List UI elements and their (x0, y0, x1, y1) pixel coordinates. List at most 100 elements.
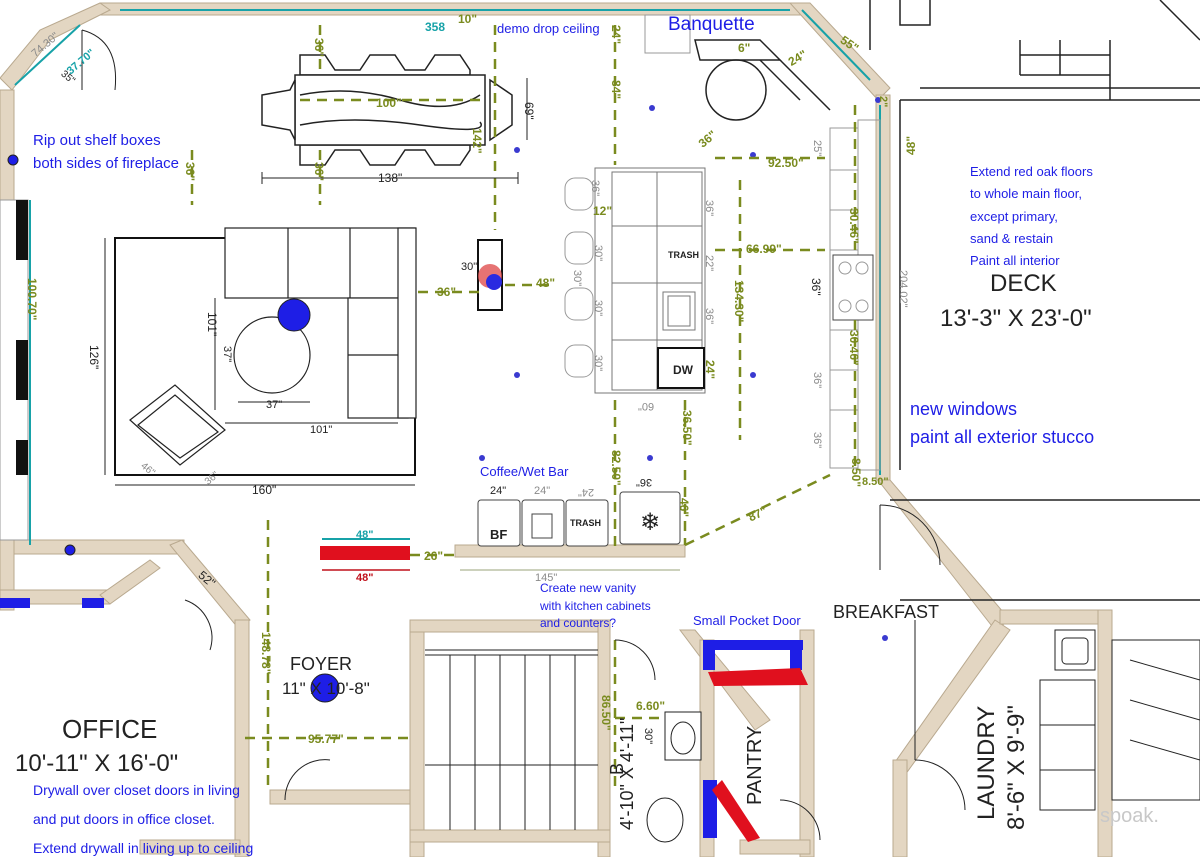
drywall-note-2: and put doors in office closet. (33, 811, 215, 827)
demo-marks (0, 546, 808, 842)
sectional-sofa (114, 227, 417, 476)
dim-36a: 36" (312, 38, 326, 58)
dim-26: 26" (424, 549, 444, 563)
dim-48a: 48" (904, 135, 918, 155)
dim-69: 69" (522, 102, 536, 120)
bf-label: BF (490, 527, 508, 542)
dim-37b: 37" (266, 399, 283, 411)
dim-46b: 46" (677, 498, 691, 518)
dim-24c: 24" (703, 360, 717, 380)
dim-92-50: 92.50" (768, 156, 804, 170)
dim-24e: 24" (534, 485, 551, 497)
floors-note-5: Paint all interior (970, 253, 1060, 268)
dim-36j: 36" (703, 308, 715, 325)
dim-36k: 36" (437, 285, 457, 299)
dim-36c: 36" (183, 162, 197, 182)
coffee-bar-note: Coffee/Wet Bar (480, 464, 569, 479)
dim-204-02: 204.02" (897, 270, 909, 308)
dim-100: 100" (376, 96, 402, 110)
floors-note-1: Extend red oak floors (970, 164, 1093, 179)
perimeter-cabinets (829, 127, 874, 469)
door-swings (81, 29, 966, 841)
dim-24f: 24" (578, 486, 595, 498)
trash2-label: TRASH (570, 518, 601, 528)
windows-note-2: paint all exterior stucco (910, 427, 1095, 447)
bar-stools (564, 177, 594, 378)
dim-95-77: 95.77" (308, 732, 344, 746)
dim-126: 126" (87, 345, 101, 370)
dim-36b: 36" (312, 162, 326, 182)
dim-8-50b: 8.50" (862, 476, 889, 488)
dim-24d: 24" (490, 485, 507, 497)
deck (869, 0, 1200, 601)
drywall-note-3: Extend drywall in living up to ceiling (33, 840, 254, 856)
laundry-size: 8'-6" X 9'-9" (1003, 705, 1030, 830)
foyer-label: FOYER (290, 654, 353, 674)
vanity-note-3: and counters? (540, 616, 617, 630)
dim-48d: 48" (356, 572, 374, 584)
deck-size: 13'-3" X 23'-0" (940, 305, 1092, 332)
pocket-door-note: Small Pocket Door (693, 613, 801, 628)
dim-10: 10" (458, 12, 478, 26)
dim-30-sink: 30" (642, 728, 654, 745)
demo-ceiling-note: demo drop ceiling (497, 21, 600, 36)
measure-lines (104, 78, 528, 486)
dim-66-99: 66.99" (746, 242, 782, 256)
laundry-label: LAUNDRY (973, 705, 1000, 820)
snowflake-icon: ❄ (640, 508, 660, 536)
dim-101b: 101" (310, 424, 333, 436)
dim-36-50: 36.50" (680, 410, 694, 446)
floors-note-3: except primary, (970, 209, 1058, 224)
bath-sink (664, 711, 702, 761)
watermark: spoak. (1100, 805, 1159, 827)
office-label: OFFICE (62, 714, 158, 744)
dim-36h: 36" (811, 372, 823, 389)
dim-36e: 36" (589, 180, 601, 197)
pendant-lights (7, 154, 340, 703)
dim-30a: 30" (592, 245, 604, 262)
dim-86-50: 86.50" (599, 695, 613, 731)
floors-note-4: sand & restain (970, 231, 1054, 246)
dimension-lines (190, 25, 857, 790)
dim-142: 142" (470, 128, 484, 154)
office-size: 10'-11" X 16'-0" (15, 750, 179, 777)
dim-134-30: 134.30" (732, 280, 746, 323)
pantry-label: PANTRY (744, 725, 766, 805)
deck-label: DECK (990, 270, 1057, 297)
dim-82-50: 82.50" (609, 450, 623, 486)
dim-8-50a: 8.50" (849, 458, 863, 488)
dim-101a: 101" (205, 312, 219, 337)
trash-label: TRASH (668, 250, 699, 260)
toilet (646, 797, 684, 843)
dim-84: 84" (609, 80, 623, 100)
dim-25: 25" (811, 140, 823, 157)
banquette-note: Banquette (668, 14, 755, 35)
dim-30-46a: 30.46" (847, 208, 861, 244)
dim-2: 2" (877, 96, 889, 108)
bath-size: 4'-10" X 4'-11" (617, 717, 637, 830)
fireplace-note-1: Rip out shelf boxes (33, 132, 161, 149)
dim-36m: 36" (636, 476, 653, 488)
laundry-fixtures (914, 620, 1200, 811)
dim-145: 145" (535, 572, 558, 584)
drywall-note-1: Drywall over closet doors in living (33, 782, 240, 798)
breakfast-label: BREAKFAST (833, 602, 940, 622)
dim-36i: 36" (811, 432, 823, 449)
windows-note-1: new windows (910, 399, 1018, 419)
dim-48b: 48" (536, 276, 556, 290)
dim-6-60: 6.60" (636, 699, 666, 713)
dim-358: 358 (425, 20, 446, 34)
fireplace-note-2: both sides of fireplace (33, 155, 179, 172)
dim-60: 60" (638, 400, 655, 412)
coffee-bar-cabinets (477, 491, 681, 547)
dim-148-78: 148.78" (259, 632, 273, 675)
dim-6: 6" (738, 41, 751, 55)
dim-30-46b: 30.46" (847, 330, 861, 366)
dim-30-heater: 30" (461, 261, 478, 273)
dim-12: 12" (593, 204, 613, 218)
dim-36g: 36" (809, 278, 823, 296)
dim-160: 160" (252, 483, 277, 497)
foyer-size: 11" X 10'-8" (282, 679, 370, 698)
dim-138: 138" (378, 171, 403, 185)
dim-37a: 37" (221, 346, 233, 363)
